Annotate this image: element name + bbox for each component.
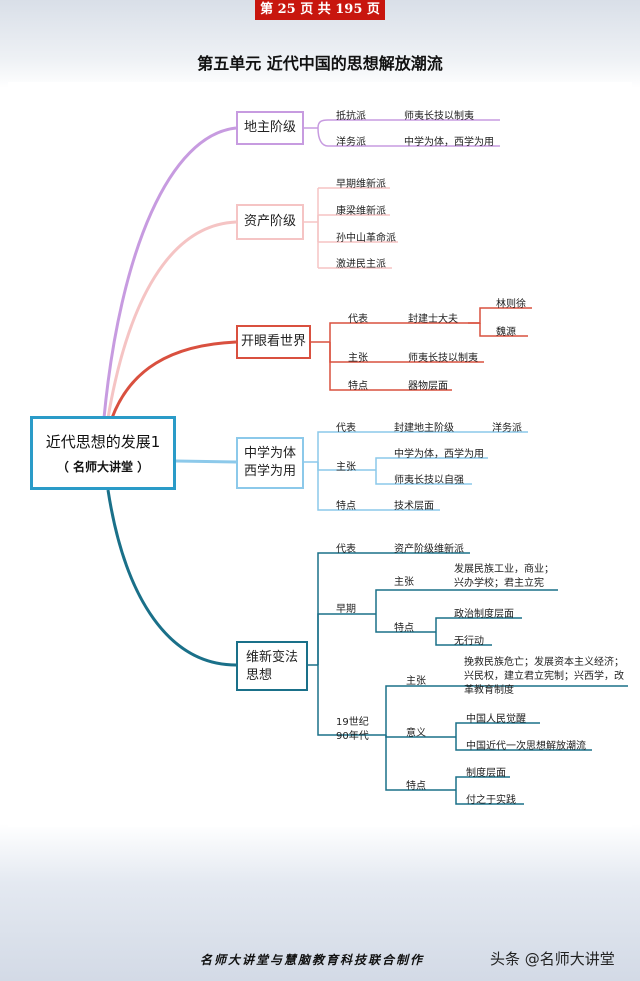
- node-zichan: 资产阶级: [236, 204, 304, 240]
- branch-curve-kaiyan: [110, 340, 237, 419]
- zhongti-zhuzhang-label: 主张: [336, 462, 356, 473]
- branch-curve-dizhu: [102, 126, 237, 419]
- dizhu-item-label: 洋务派: [336, 137, 366, 148]
- weixin-late-yiyi-value: 中国人民觉醒: [466, 714, 526, 725]
- weixin-daibiao-label: 代表: [336, 544, 356, 555]
- zichan-item: 康梁维新派: [336, 206, 386, 217]
- weixin-late-zhuzhang-label: 主张: [406, 676, 426, 687]
- node-weixin: 维新变法思想: [236, 641, 308, 691]
- zhongti-zhuzhang-value: 中学为体，西学为用: [394, 449, 484, 460]
- zhongti-daibiao-value: 封建地主阶级: [394, 423, 454, 434]
- zhongti-tedian-value: 技术层面: [394, 501, 434, 512]
- kaiyan-person: 林则徐: [496, 299, 526, 310]
- node-weixin-label: 维新变法思想: [246, 650, 299, 683]
- weixin-early-tedian-label: 特点: [394, 623, 414, 634]
- weixin-early-tedian-value: 政治制度层面: [454, 609, 514, 620]
- node-dizhu: 地主阶级: [236, 111, 304, 145]
- weixin-early-tedian-value: 无行动: [454, 636, 484, 647]
- weixin-early-label: 早期: [336, 604, 356, 615]
- zhongti-tedian-label: 特点: [336, 501, 356, 512]
- kaiyan-tedian-label: 特点: [348, 381, 368, 392]
- kaiyan-daibiao-label: 代表: [348, 314, 368, 325]
- zhongti-daibiao-label: 代表: [336, 423, 356, 434]
- root-subtitle: （ 名师大讲堂 ）: [56, 460, 150, 474]
- weixin-early-zhuzhang-value: 发展民族工业，商业；兴办学校；君主立宪: [454, 564, 554, 589]
- branch-curve-weixin: [106, 489, 237, 667]
- node-kaiyan: 开眼看世界: [236, 325, 311, 359]
- root-title: 近代思想的发展1: [45, 433, 161, 451]
- dizhu-item-detail: 中学为体，西学为用: [404, 137, 494, 148]
- weixin-late-zhuzhang-value: 挽救民族危亡；发展资本主义经济；兴民权，建立君立宪制；兴西学，改革教育制度: [464, 657, 624, 696]
- zhongti-daibiao-extra: 洋务派: [492, 423, 522, 434]
- node-zhongti-label: 中学为体西学为用: [244, 446, 297, 479]
- watermark: 头条 @名师大讲堂: [490, 950, 615, 968]
- zichan-item: 激进民主派: [336, 259, 386, 270]
- weixin-late-tedian-value: 付之于实践: [466, 795, 516, 806]
- dizhu-item-detail: 师夷长技以制夷: [404, 111, 474, 122]
- kaiyan-zhuzhang-label: 主张: [348, 353, 368, 364]
- zichan-item: 早期维新派: [336, 179, 386, 190]
- root-node: 近代思想的发展1 （ 名师大讲堂 ）: [30, 416, 176, 490]
- weixin-late-label: 19世纪90年代: [336, 717, 369, 742]
- dizhu-item-label: 抵抗派: [336, 111, 366, 122]
- weixin-late-yiyi-label: 意义: [406, 728, 426, 739]
- weixin-late-tedian-label: 特点: [406, 781, 426, 792]
- kaiyan-person: 魏源: [496, 327, 516, 338]
- weixin-late-tedian-value: 制度层面: [466, 768, 506, 779]
- kaiyan-daibiao-value: 封建士大夫: [408, 314, 458, 325]
- node-zichan-label: 资产阶级: [243, 214, 296, 229]
- node-kaiyan-label: 开眼看世界: [240, 334, 306, 349]
- page-badge: 第 25 页 共 195 页: [255, 0, 385, 20]
- kaiyan-tedian-value: 器物层面: [408, 381, 448, 392]
- zhongti-zhuzhang-value: 师夷长技以自强: [394, 475, 464, 486]
- footer-credit: 名师大讲堂与慧脑教育科技联合制作: [200, 953, 425, 967]
- node-dizhu-label: 地主阶级: [243, 120, 296, 135]
- branch-curve-zichan: [106, 220, 237, 419]
- zichan-item: 孙中山革命派: [336, 233, 396, 244]
- branch-curve-zhongti: [175, 459, 237, 464]
- weixin-early-zhuzhang-label: 主张: [394, 577, 414, 588]
- page-title: 第五单元 近代中国的思想解放潮流: [197, 54, 443, 73]
- kaiyan-zhuzhang-value: 师夷长技以制夷: [408, 353, 478, 364]
- weixin-daibiao-value: 资产阶级维新派: [394, 544, 464, 555]
- weixin-late-yiyi-value: 中国近代一次思想解放潮流: [466, 741, 586, 752]
- node-zhongti: 中学为体西学为用: [236, 437, 304, 489]
